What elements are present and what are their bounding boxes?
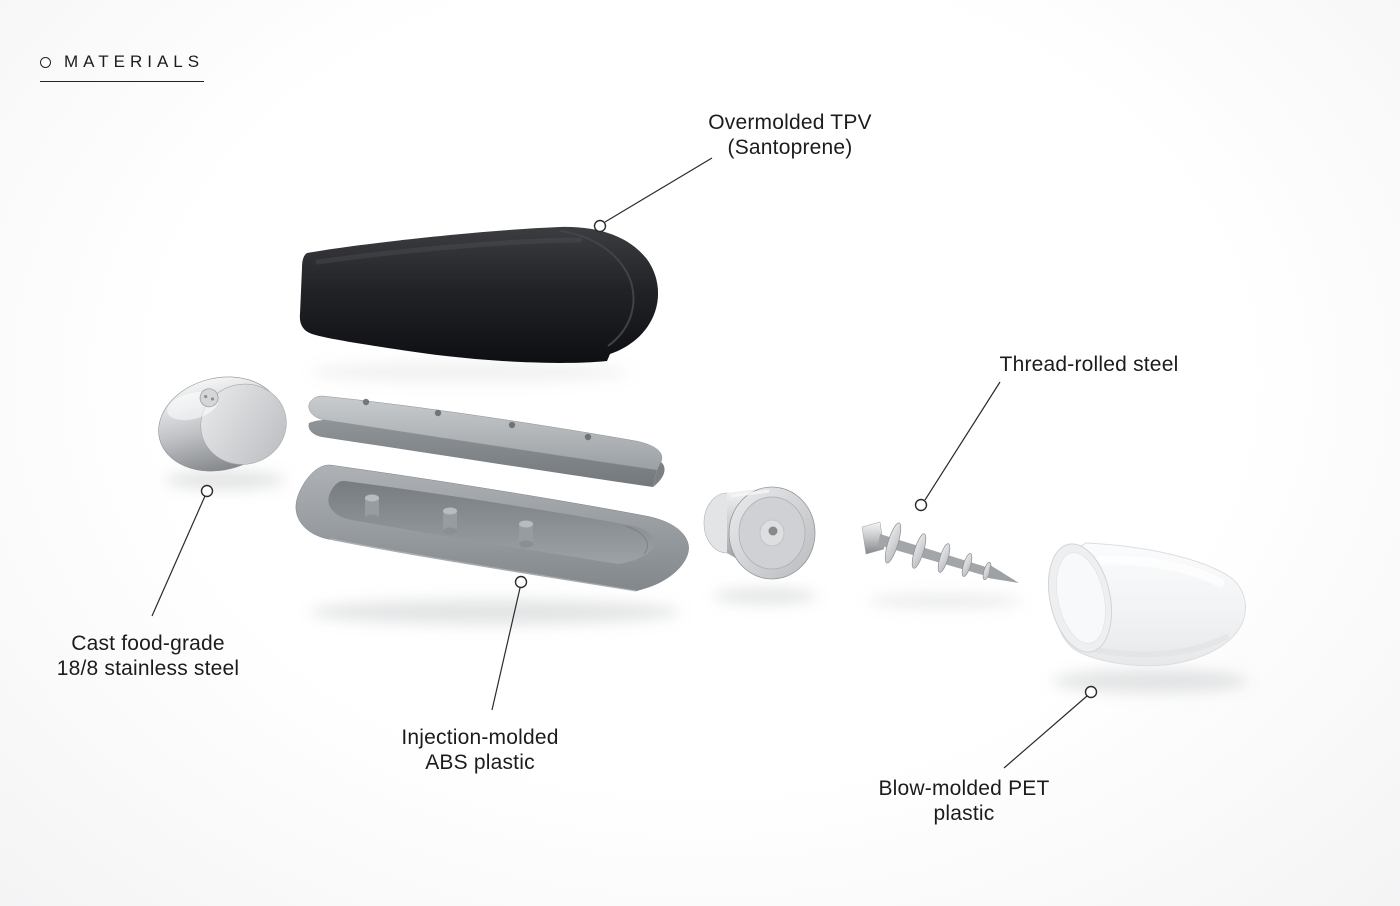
callout-label-abs-plastic: Injection-molded ABS plastic <box>350 725 610 775</box>
steel-collar-part <box>703 486 816 580</box>
callout-label-pet-plastic: Blow-molded PET plastic <box>834 776 1094 826</box>
callout-text-line: 18/8 stainless steel <box>56 657 240 680</box>
callout-text-line: Overmolded TPV <box>708 111 872 134</box>
callout-label-thread-rolled-steel: Thread-rolled steel <box>954 352 1224 377</box>
tpv-overmold-part <box>299 226 659 363</box>
materials-header: MATERIALS <box>40 52 205 82</box>
leader-line-abs <box>491 587 521 711</box>
callout-text-line: ABS plastic <box>425 751 535 774</box>
callout-text-line: Injection-molded <box>401 726 559 749</box>
tray-boss-2 <box>443 507 457 535</box>
leader-line-tpv <box>604 157 713 223</box>
cap-logo-mark <box>199 388 219 408</box>
callout-text-line: plastic <box>933 802 995 825</box>
insert-screw-holes <box>362 398 592 441</box>
pet-capsule-part <box>1048 542 1246 667</box>
leader-line-stainless <box>151 495 206 617</box>
callout-label-stainless-steel: Cast food-grade 18/8 stainless steel <box>18 631 278 681</box>
callout-text-line: (Santoprene) <box>727 136 853 159</box>
callout-node-abs <box>514 575 528 589</box>
leader-line-pet <box>1003 695 1088 769</box>
callout-text-line: Thread-rolled steel <box>999 353 1179 376</box>
leader-line-thread <box>924 381 1001 501</box>
abs-tray-part <box>295 464 689 592</box>
callout-text-line: Cast food-grade <box>71 632 225 655</box>
page-title: MATERIALS <box>64 52 205 71</box>
abs-insert-part <box>308 395 665 487</box>
callout-node-pet <box>1084 685 1098 699</box>
stainless-cap-part <box>158 376 287 472</box>
tray-boss-1 <box>365 494 379 522</box>
callout-node-thread <box>914 498 928 512</box>
tray-boss-3 <box>519 520 533 548</box>
callout-label-tpv: Overmolded TPV (Santoprene) <box>655 110 925 160</box>
callout-node-tpv <box>593 219 607 233</box>
callout-node-stainless <box>200 484 214 498</box>
steel-worm-part <box>861 521 1019 583</box>
header-bullet-circle-icon <box>40 56 51 68</box>
callout-text-line: Blow-molded PET <box>878 777 1050 800</box>
part-shadows <box>165 361 1248 693</box>
